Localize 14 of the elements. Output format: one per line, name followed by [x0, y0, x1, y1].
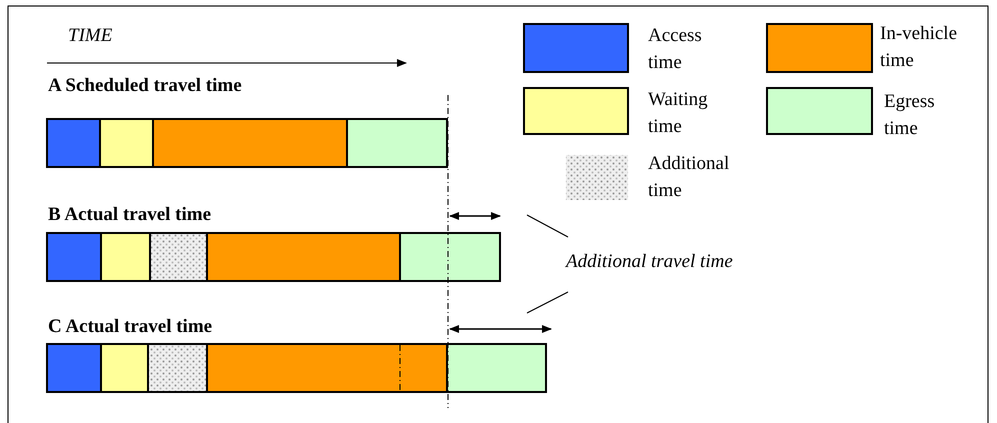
dimension-arrow — [449, 212, 501, 220]
leader-line — [526, 292, 568, 314]
legend-label: In-vehicle time — [880, 22, 958, 73]
legend-label: Access time — [648, 24, 703, 75]
row-title: B Actual travel time — [48, 203, 212, 227]
dimension-arrow — [449, 325, 552, 333]
legend-label: Waiting time — [648, 88, 709, 139]
row-title: A Scheduled travel time — [48, 74, 242, 98]
callout-text: Additional travel time — [566, 248, 806, 275]
row-title: C Actual travel time — [48, 315, 212, 339]
leader-line — [526, 214, 568, 238]
legend-label: Additional time — [648, 152, 730, 203]
axis-label: TIME — [68, 24, 112, 48]
legend-label: Egress time — [884, 90, 936, 141]
